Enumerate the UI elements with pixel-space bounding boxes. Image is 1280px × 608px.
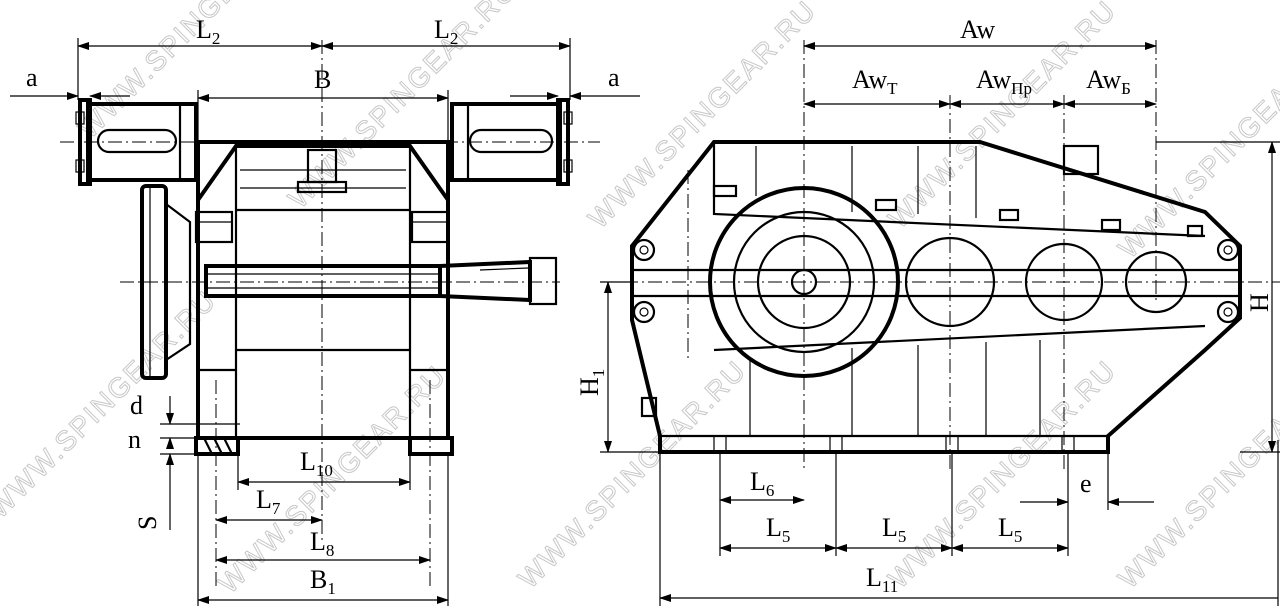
label-a-left: a (26, 63, 38, 92)
label-l2-right: L2 (434, 15, 458, 48)
side-view (600, 40, 1280, 470)
label-s: S (133, 516, 162, 530)
end-view (60, 40, 600, 590)
label-l5-3: L5 (998, 513, 1022, 546)
watermark-text: WWW.SPINGEAR.RU (582, 0, 822, 234)
watermark-text: WWW.SPINGEAR.RU (1112, 24, 1280, 264)
label-l7: L7 (256, 485, 281, 518)
label-a-right: a (608, 63, 620, 92)
watermark-text: WWW.SPINGEAR.RU (512, 354, 752, 594)
watermark-text: WWW.SPINGEAR.RU (1112, 354, 1280, 594)
label-l11: L11 (866, 563, 898, 596)
label-h1: H1 (575, 369, 608, 396)
label-aw: Aw (960, 15, 995, 44)
dimension-labels: L2 L2 a a B d n S L10 L7 L8 B1 Aw AwT Aw… (26, 15, 1274, 598)
label-aw-b: AwБ (1086, 65, 1131, 98)
dimensions-left (10, 38, 640, 606)
label-l5-1: L5 (766, 513, 790, 546)
label-l5-2: L5 (882, 513, 906, 546)
dimensions-right (600, 42, 1280, 606)
watermark-text: WWW.SPINGEAR.RU (72, 0, 312, 144)
label-aw-t: AwT (852, 65, 898, 98)
label-l6: L6 (750, 467, 774, 500)
label-l2-left: L2 (196, 15, 220, 48)
label-e: e (1080, 469, 1092, 498)
label-d: d (130, 391, 143, 420)
label-aw-pr: AwПр (976, 65, 1032, 98)
label-b: B (314, 65, 331, 94)
label-b1: B1 (310, 565, 336, 598)
label-h: H (1245, 293, 1274, 312)
label-l10: L10 (300, 447, 333, 480)
label-n: n (128, 425, 141, 454)
label-l8: L8 (310, 527, 334, 560)
